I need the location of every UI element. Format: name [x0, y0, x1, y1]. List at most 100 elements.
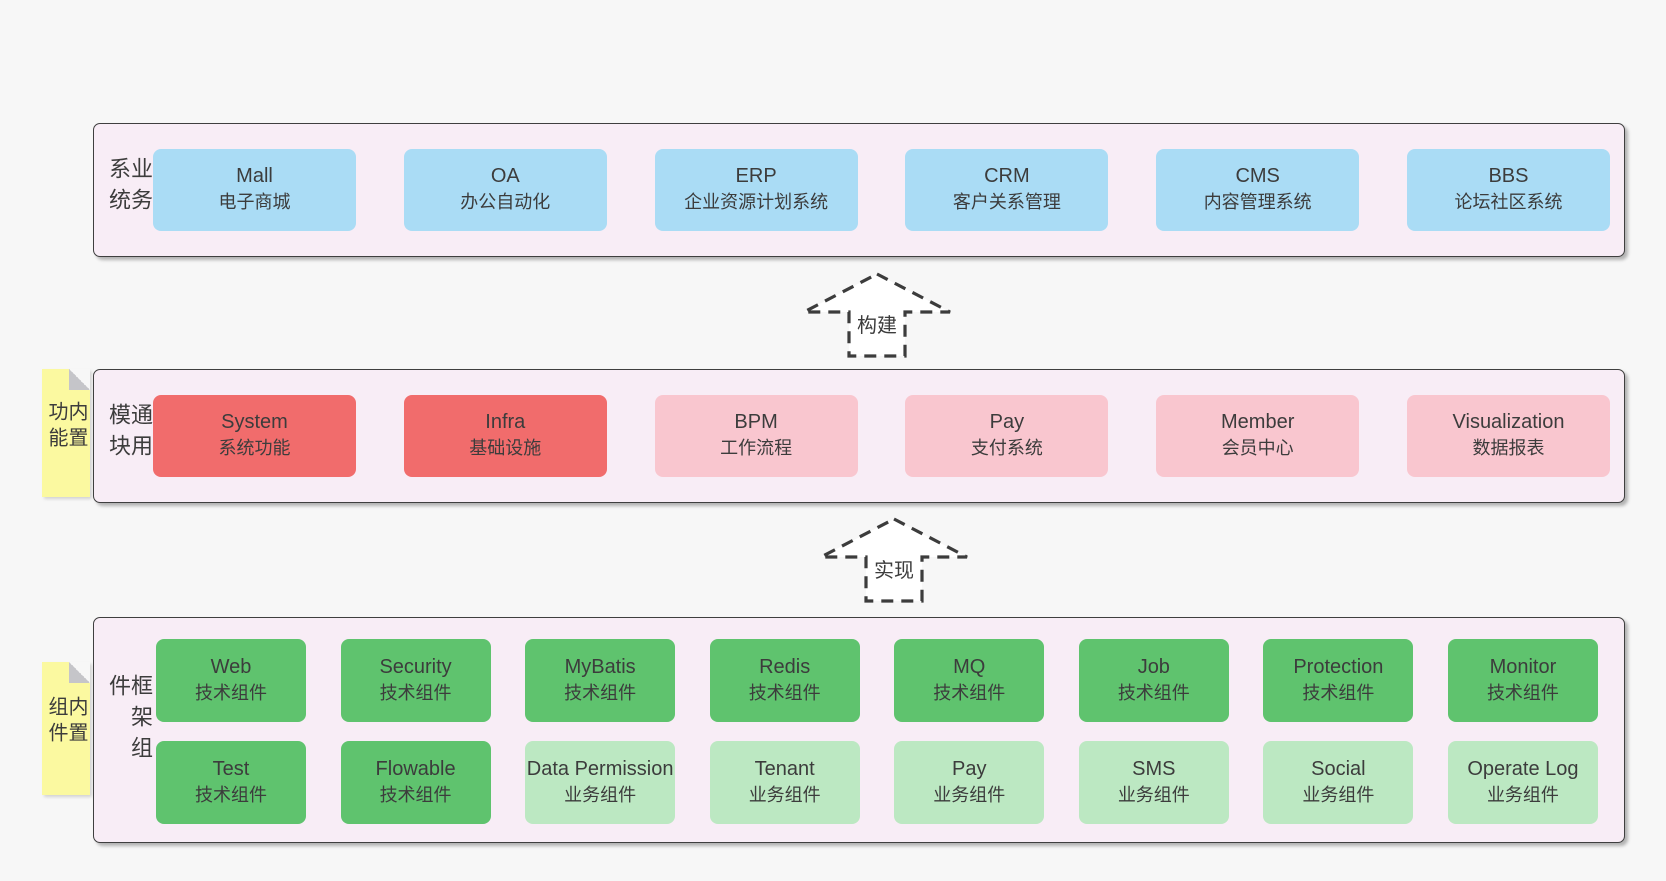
- box-subtitle: 业务组件: [1486, 784, 1559, 805]
- box-title: Infra: [485, 411, 526, 434]
- box-title: CRM: [984, 165, 1030, 188]
- box-protection: Protection 技术组件: [1263, 639, 1414, 722]
- sticky-note-label: 内置功能: [45, 401, 87, 453]
- layer-label-common-modules: 通用模块: [106, 403, 153, 465]
- box-title: Web: [210, 655, 252, 678]
- box-subtitle: 内容管理系统: [1203, 192, 1312, 213]
- box-subtitle: 业务组件: [933, 784, 1006, 805]
- box-cms: CMS 内容管理系统: [1156, 149, 1360, 231]
- box-title: Tenant: [754, 757, 815, 780]
- box-pay: Pay 支付系统: [905, 395, 1109, 477]
- box-title: Flowable: [375, 757, 456, 780]
- box-title: Pay: [989, 411, 1025, 434]
- box-subtitle: 技术组件: [933, 682, 1006, 703]
- sticky-note-label: 内置组件: [45, 695, 87, 748]
- layer-common-modules: 通用模块 System 系统功能 Infra 基础设施 BPM 工作流程 Pay…: [93, 369, 1625, 503]
- box-web: Web 技术组件: [156, 639, 306, 722]
- box-subtitle: 论坛社区系统: [1454, 192, 1563, 213]
- box-mq: MQ 技术组件: [894, 639, 1045, 722]
- box-title: ERP: [735, 165, 777, 188]
- box-title: Monitor: [1489, 655, 1557, 678]
- box-subtitle: 业务组件: [1302, 784, 1375, 805]
- box-subtitle: 办公自动化: [460, 192, 551, 213]
- layer-framework-components: 框架组件 Web 技术组件 Security 技术组件 MyBatis 技术组件…: [93, 617, 1625, 843]
- box-title: OA: [490, 165, 520, 188]
- framework-row-2: Test 技术组件 Flowable 技术组件 Data Permission …: [156, 741, 1598, 824]
- layer-label-business-systems: 业务系统: [106, 157, 153, 219]
- box-title: Redis: [759, 655, 811, 678]
- box-subtitle: 基础设施: [469, 438, 542, 459]
- box-title: SMS: [1132, 757, 1176, 780]
- box-subtitle: 技术组件: [1117, 682, 1190, 703]
- box-tenant: Tenant 业务组件: [709, 741, 860, 824]
- arrow-build-label: 构建: [855, 309, 899, 338]
- folded-corner-icon: [69, 369, 90, 390]
- box-subtitle: 业务组件: [1117, 784, 1190, 805]
- box-title: Member: [1221, 411, 1295, 434]
- box-subtitle: 技术组件: [748, 682, 821, 703]
- box-subtitle: 技术组件: [1302, 682, 1375, 703]
- box-bpm: BPM 工作流程: [654, 395, 858, 477]
- box-erp: ERP 企业资源计划系统: [654, 149, 858, 231]
- box-flowable: Flowable 技术组件: [340, 741, 491, 824]
- framework-row-1: Web 技术组件 Security 技术组件 MyBatis 技术组件 Redi…: [156, 639, 1598, 722]
- box-operate-log: Operate Log 业务组件: [1447, 741, 1598, 824]
- box-subtitle: 业务组件: [564, 784, 637, 805]
- box-subtitle: 技术组件: [379, 784, 452, 805]
- box-title: Security: [379, 655, 452, 678]
- sticky-note-builtin-features: 内置功能: [42, 369, 90, 497]
- box-sms: SMS 业务组件: [1078, 741, 1229, 824]
- box-oa: OA 办公自动化: [403, 149, 607, 231]
- box-title: Job: [1137, 655, 1170, 678]
- box-subtitle: 企业资源计划系统: [684, 192, 829, 213]
- box-mall: Mall 电子商城: [153, 149, 356, 231]
- box-security: Security 技术组件: [340, 639, 491, 722]
- box-crm: CRM 客户关系管理: [905, 149, 1109, 231]
- box-system: System 系统功能: [153, 395, 356, 477]
- box-redis: Redis 技术组件: [709, 639, 860, 722]
- box-visualization: Visualization 数据报表: [1406, 395, 1610, 477]
- box-bbs: BBS 论坛社区系统: [1406, 149, 1610, 231]
- box-title: Data Permission: [526, 757, 674, 780]
- box-subtitle: 工作流程: [720, 438, 793, 459]
- box-title: Operate Log: [1467, 757, 1579, 780]
- layer-business-content: Mall 电子商城 OA 办公自动化 ERP 企业资源计划系统 CRM 客户关系…: [153, 124, 1610, 256]
- box-title: BPM: [734, 411, 778, 434]
- box-infra: Infra 基础设施: [403, 395, 607, 477]
- box-title: MQ: [953, 655, 986, 678]
- arrow-build: 构建: [802, 272, 952, 358]
- box-title: MyBatis: [564, 655, 636, 678]
- box-title: System: [221, 411, 288, 434]
- box-subtitle: 支付系统: [970, 438, 1043, 459]
- arrow-implement: 实现: [819, 517, 969, 603]
- box-title: Social: [1311, 757, 1366, 780]
- layer-business-systems: 业务系统 Mall 电子商城 OA 办公自动化 ERP 企业资源计划系统 CRM…: [93, 123, 1625, 257]
- box-subtitle: 数据报表: [1472, 438, 1545, 459]
- box-job: Job 技术组件: [1078, 639, 1229, 722]
- box-subtitle: 会员中心: [1221, 438, 1294, 459]
- box-subtitle: 客户关系管理: [952, 192, 1061, 213]
- box-monitor: Monitor 技术组件: [1447, 639, 1598, 722]
- box-data-permission: Data Permission 业务组件: [525, 741, 676, 824]
- box-member: Member 会员中心: [1156, 395, 1360, 477]
- box-title: Pay: [952, 757, 987, 780]
- box-subtitle: 业务组件: [748, 784, 821, 805]
- box-subtitle: 技术组件: [195, 682, 267, 703]
- box-social: Social 业务组件: [1263, 741, 1414, 824]
- box-title: BBS: [1488, 165, 1529, 188]
- box-subtitle: 电子商城: [218, 192, 291, 213]
- box-title: Visualization: [1452, 411, 1565, 434]
- layer-framework-content: Web 技术组件 Security 技术组件 MyBatis 技术组件 Redi…: [156, 639, 1598, 824]
- box-pay-business: Pay 业务组件: [894, 741, 1045, 824]
- box-subtitle: 技术组件: [195, 784, 267, 805]
- box-test: Test 技术组件: [156, 741, 306, 824]
- sticky-note-builtin-components: 内置组件: [42, 662, 90, 795]
- box-subtitle: 技术组件: [564, 682, 637, 703]
- box-subtitle: 系统功能: [218, 438, 291, 459]
- arrow-implement-label: 实现: [872, 554, 916, 583]
- box-subtitle: 技术组件: [379, 682, 452, 703]
- box-title: Mall: [236, 165, 273, 188]
- box-title: Protection: [1293, 655, 1384, 678]
- folded-corner-icon: [69, 662, 90, 683]
